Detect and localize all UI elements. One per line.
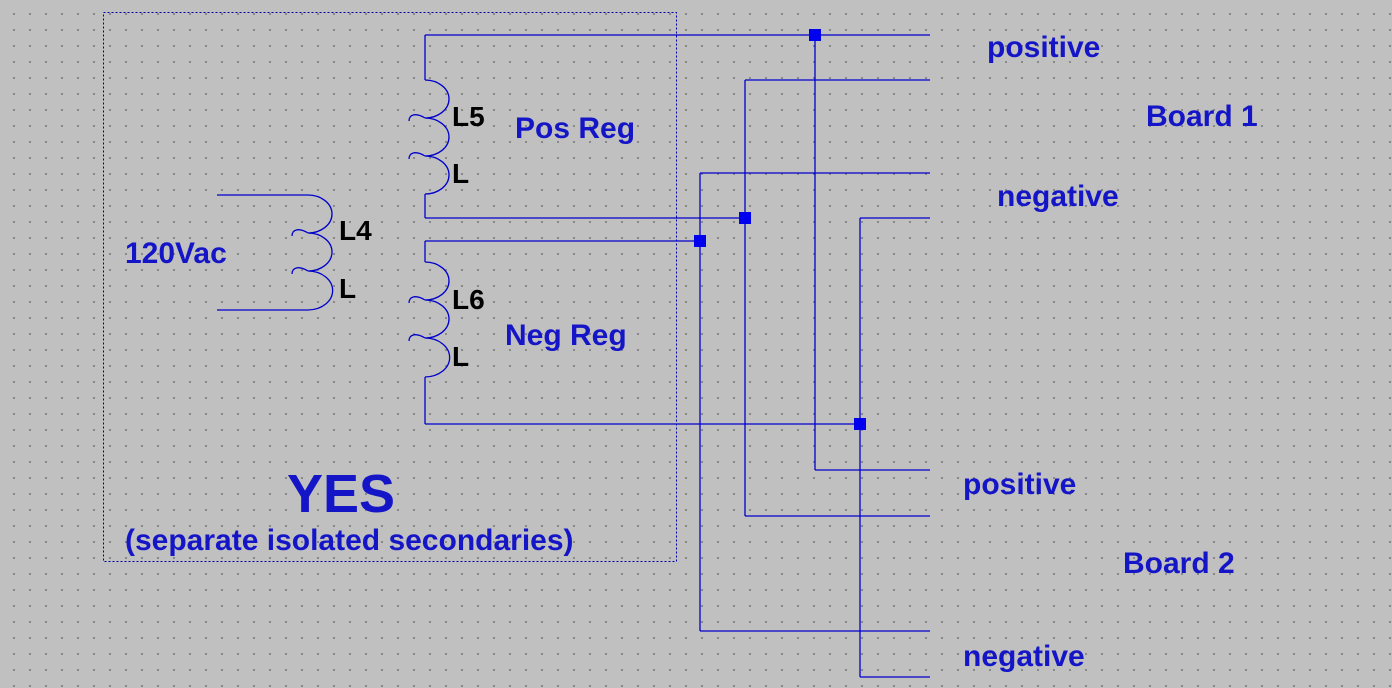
l5-coil-loop (408, 114, 426, 122)
source-label: 120Vac (125, 237, 227, 270)
junction-dot (694, 235, 706, 247)
net-neg-return[interactable] (425, 172, 930, 632)
board1-name: Board 1 (1146, 100, 1258, 133)
primary-coil-loop (291, 229, 309, 237)
l5-value: L (452, 158, 469, 189)
board1-positive-label: positive (987, 31, 1100, 64)
transformer-group-frame (103, 12, 677, 562)
l4-value: L (339, 273, 356, 304)
l5-coil-arcs (424, 79, 450, 195)
board1-negative-label: negative (997, 180, 1119, 213)
junction-dot (854, 418, 866, 430)
verdict-subtitle: (separate isolated secondaries) (125, 524, 574, 557)
board2-negative-label: negative (963, 640, 1085, 673)
junction-dot (739, 212, 751, 224)
l4-refdes: L4 (339, 215, 372, 246)
board2-positive-label: positive (963, 468, 1076, 501)
secondary-winding-l6[interactable] (408, 241, 451, 424)
l6-coil-loop (408, 334, 426, 342)
l5-coil-loop (408, 152, 426, 160)
pos-reg-label: Pos Reg (515, 112, 635, 145)
net-pos-return[interactable] (425, 79, 930, 517)
l5-refdes: L5 (452, 101, 485, 132)
primary-coil-arcs (307, 194, 334, 311)
primary-coil-loop (291, 267, 309, 275)
l6-coil-arcs (424, 261, 451, 378)
l6-coil-loop (408, 296, 426, 304)
secondary-winding-l5[interactable] (408, 35, 450, 218)
junction-dot (809, 29, 821, 41)
l6-value: L (452, 341, 469, 372)
l6-refdes: L6 (452, 284, 485, 315)
neg-reg-label: Neg Reg (505, 319, 627, 352)
primary-winding-l4[interactable] (217, 194, 334, 311)
board2-name: Board 2 (1123, 547, 1235, 580)
verdict-title: YES (287, 464, 395, 524)
net-pos-top[interactable] (425, 34, 930, 471)
net-neg-bottom[interactable] (425, 217, 930, 678)
